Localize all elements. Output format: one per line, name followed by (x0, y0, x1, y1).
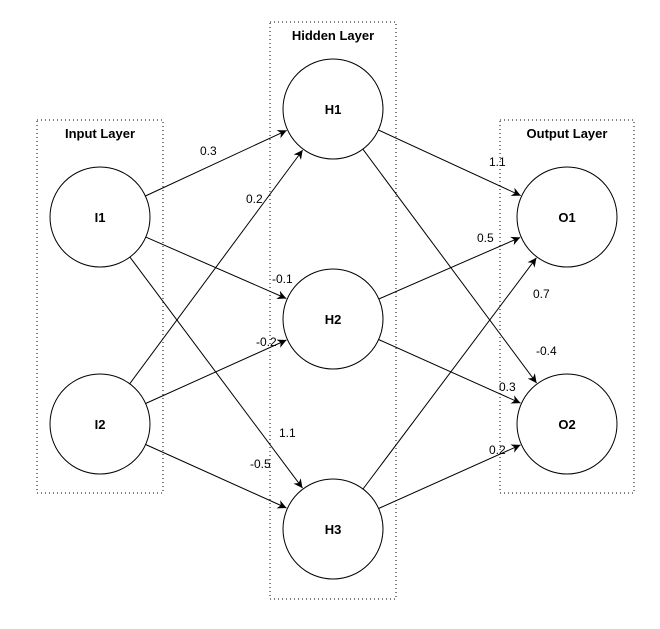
edge-i2-h1 (129, 149, 304, 385)
output-layer-box (499, 119, 635, 494)
node-label-h2: H2 (325, 312, 342, 327)
node-label-h1: H1 (325, 102, 342, 117)
weight-label-i2-h1: 0.2 (246, 192, 263, 206)
node-i1 (49, 166, 151, 268)
edge-h2-o1 (378, 236, 521, 300)
edge-h3-o2 (378, 444, 521, 509)
node-label-i2: I2 (95, 417, 106, 432)
input-layer-title: Input Layer (65, 126, 135, 141)
edge-i1-h1 (145, 129, 287, 197)
weight-label-h3-o2: 0.2 (489, 443, 506, 457)
node-label-o1: O1 (558, 210, 575, 225)
edge-h1-o1 (378, 129, 521, 197)
output-layer-title: Output Layer (527, 126, 608, 141)
weight-label-h1-o2: -0.4 (536, 344, 557, 358)
weight-label-h2-o2: 0.3 (499, 380, 516, 394)
weight-label-i2-h2: -0.2 (256, 335, 277, 349)
weight-label-i1-h3: 1.1 (279, 426, 296, 440)
weight-label-i1-h2: -0.1 (272, 272, 293, 286)
input-layer-box (36, 119, 164, 494)
node-h1 (282, 58, 384, 160)
node-h2 (282, 268, 384, 370)
node-label-i1: I1 (95, 210, 106, 225)
edge-h3-o1 (362, 257, 537, 490)
weight-label-h1-o1: 1.1 (489, 155, 506, 169)
hidden-layer-title: Hidden Layer (292, 28, 374, 43)
node-label-o2: O2 (558, 417, 575, 432)
edge-i1-h3 (129, 256, 303, 489)
node-h3 (282, 478, 384, 580)
weight-label-h2-o1: 0.5 (477, 231, 494, 245)
weight-label-i1-h1: 0.3 (200, 144, 217, 158)
edges (129, 129, 538, 509)
weight-label-i2-h3: -0.5 (250, 457, 271, 471)
weight-label-h3-o1: 0.7 (533, 287, 550, 301)
node-o2 (516, 373, 618, 475)
edge-i2-h3 (145, 444, 287, 509)
edge-h2-o2 (378, 339, 521, 404)
edge-i2-h2 (145, 339, 287, 404)
node-label-h3: H3 (325, 522, 342, 537)
edge-h1-o2 (362, 148, 538, 384)
weight-labels: 0.3 -0.1 1.1 0.2 -0.2 -0.5 1.1 -0.4 0.5 0.3 0.7 0.2 (200, 144, 557, 471)
node-i2 (49, 373, 151, 475)
node-o1 (516, 166, 618, 268)
